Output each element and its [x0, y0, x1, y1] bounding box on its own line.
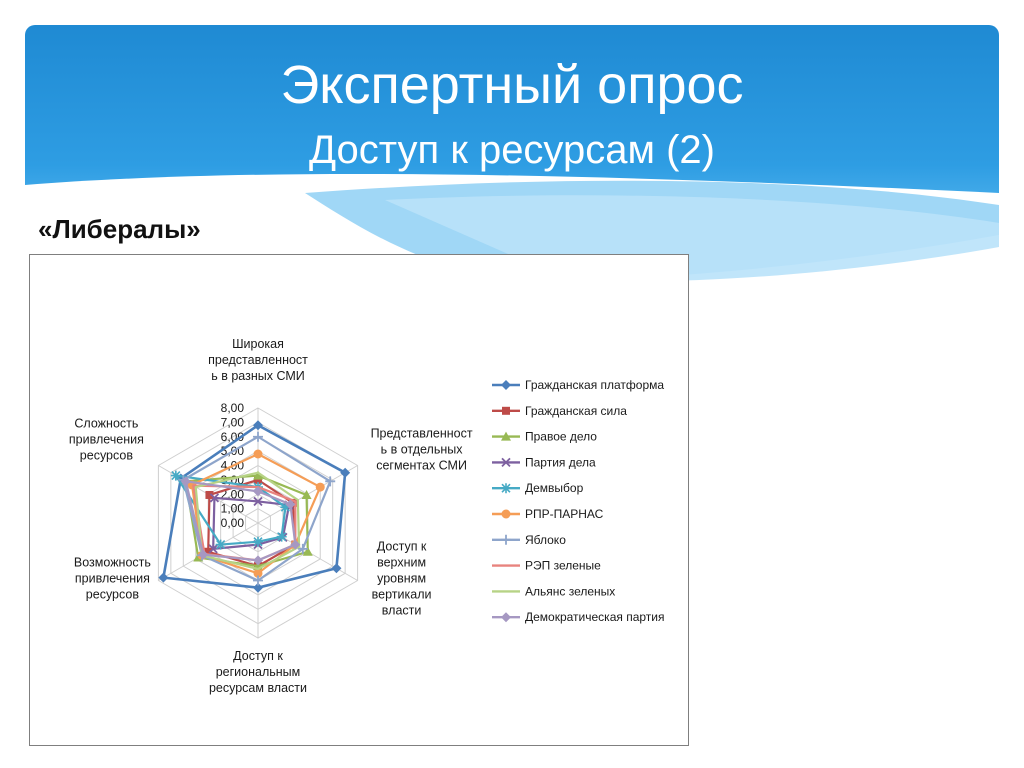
data-point — [158, 572, 169, 583]
legend-entry: Демвыбор — [525, 481, 584, 495]
axis-label: Представленност — [371, 427, 473, 441]
section-label: «Либералы» — [38, 214, 201, 244]
data-point — [253, 496, 263, 507]
data-point — [331, 563, 342, 574]
axis-label: верхним — [377, 556, 426, 570]
data-point — [253, 536, 263, 547]
series-line — [194, 471, 301, 571]
data-point — [340, 467, 351, 478]
data-point — [297, 543, 308, 554]
legend-marker — [501, 431, 511, 441]
axis-label: сегментах СМИ — [376, 459, 467, 473]
legend-marker — [501, 380, 511, 390]
legend-entry: Гражданская сила — [525, 404, 627, 418]
legend-marker — [501, 483, 511, 494]
legend-entry: Партия дела — [525, 455, 596, 469]
legend-entry: Правое дело — [525, 430, 597, 444]
data-point — [205, 490, 214, 499]
axis-label: Сложность — [74, 417, 138, 431]
data-point — [198, 549, 209, 560]
axis-label: ресурсов — [86, 588, 140, 602]
data-point — [180, 476, 191, 487]
data-point — [253, 449, 263, 459]
axis-label: Доступ к — [377, 540, 427, 554]
axis-label: ресурсов — [80, 449, 134, 463]
axis-label: вертикали — [372, 588, 432, 602]
data-point — [301, 489, 312, 499]
legend-marker — [501, 534, 511, 545]
data-point — [215, 539, 226, 550]
radar-chart: 0,001,002,003,004,005,006,007,008,00Широ… — [69, 337, 665, 695]
data-point — [290, 539, 301, 550]
data-point — [302, 546, 313, 556]
axis-label: ь в разных СМИ — [211, 369, 305, 383]
legend-marker — [501, 509, 511, 519]
data-point — [253, 470, 263, 480]
legend-entry: Альянс зеленых — [525, 584, 615, 598]
axis-label: Широкая — [232, 337, 284, 351]
slide-subtitle: Доступ к ресурсам (2) — [309, 128, 715, 172]
data-point — [253, 431, 263, 442]
data-point — [253, 568, 263, 578]
axis-label: власти — [382, 604, 422, 618]
data-point — [253, 575, 263, 586]
data-point — [170, 470, 181, 481]
data-point — [253, 420, 263, 431]
legend-entry: РЭП зеленые — [525, 559, 601, 573]
axis-label: ь в отдельных — [381, 443, 464, 457]
radial-tick-label: 0,00 — [221, 516, 245, 530]
radial-tick-label: 1,00 — [221, 502, 245, 516]
axis-label: Возможность — [74, 556, 151, 570]
data-point — [253, 582, 263, 593]
axis-label: привлечения — [69, 433, 144, 447]
data-point — [253, 486, 263, 497]
legend-entry: Яблоко — [525, 533, 566, 547]
data-point — [276, 531, 287, 542]
radial-tick-label: 7,00 — [221, 415, 245, 429]
legend-entry: Демократическая партия — [525, 610, 664, 624]
data-point — [208, 544, 218, 554]
axis-label: представленност — [208, 353, 308, 367]
legend-marker — [501, 612, 511, 623]
data-point — [204, 547, 213, 556]
legend-marker — [501, 457, 511, 468]
legend-entry: Гражданская платформа — [525, 378, 664, 392]
axis-label: уровням — [377, 572, 426, 586]
legend-entry: РПР-ПАРНАС — [525, 507, 604, 521]
slide-title: Экспертный опрос — [280, 55, 744, 115]
axis-label: региональным — [216, 665, 301, 679]
data-point — [280, 502, 291, 513]
data-point — [209, 493, 220, 503]
legend-marker — [502, 406, 510, 415]
data-point — [285, 499, 296, 510]
data-point — [315, 482, 325, 492]
axis-label: ресурсам власти — [209, 681, 307, 695]
data-point — [254, 475, 262, 484]
data-point — [325, 476, 336, 487]
axis-label: привлечения — [75, 572, 150, 586]
data-point — [253, 555, 263, 566]
axis-label: Доступ к — [233, 649, 283, 663]
radial-tick-label: 8,00 — [221, 401, 245, 415]
